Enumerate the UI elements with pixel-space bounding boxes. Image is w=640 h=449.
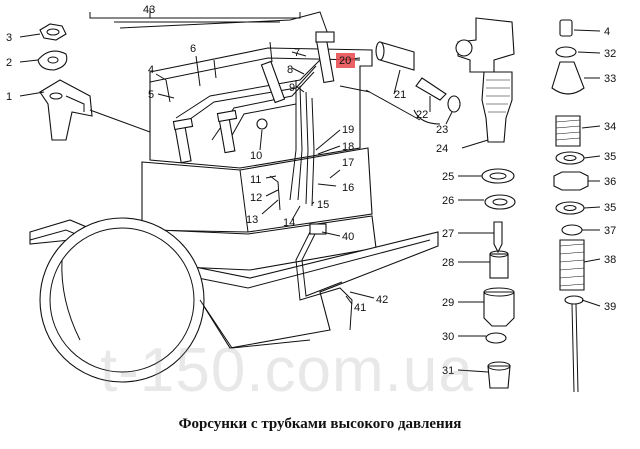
label-43: 43 — [143, 4, 155, 16]
label-27: 27 — [442, 228, 454, 240]
label-22: 22 — [416, 109, 428, 121]
engine-block — [29, 47, 439, 383]
label-30: 30 — [442, 331, 454, 343]
label-19: 19 — [342, 124, 354, 136]
label-14: 14 — [283, 217, 295, 229]
label-42: 42 — [376, 294, 388, 306]
washer-35b — [555, 201, 585, 215]
nut-part-3 — [39, 23, 67, 41]
leader-lines — [19, 8, 601, 373]
washer-26 — [484, 194, 516, 210]
label-29: 29 — [442, 297, 454, 309]
washer-23 — [447, 95, 461, 113]
label-7: 7 — [294, 47, 300, 59]
injector-exploded — [455, 17, 516, 389]
screw-4-right — [559, 19, 573, 37]
label-25: 25 — [442, 171, 454, 183]
nozzle-28 — [489, 250, 509, 279]
label-12: 12 — [250, 192, 262, 204]
label-6: 6 — [190, 43, 196, 55]
label-35-upper: 35 — [604, 151, 616, 163]
label-13: 13 — [246, 214, 258, 226]
label-39: 39 — [604, 301, 616, 313]
label-17: 17 — [342, 157, 354, 169]
washer-35a — [555, 151, 585, 165]
label-28: 28 — [442, 257, 454, 269]
washer-32 — [555, 46, 577, 58]
sleeve-22 — [415, 77, 447, 101]
cap-nut-33 — [551, 61, 585, 95]
label-26: 26 — [442, 195, 454, 207]
plate-37 — [561, 224, 583, 236]
label-36: 36 — [604, 176, 616, 188]
label-4-right: 4 — [604, 26, 610, 38]
seal-ring-25 — [481, 168, 515, 184]
label-8: 8 — [287, 64, 293, 76]
injector-4 — [315, 31, 335, 84]
cap-31 — [487, 361, 511, 389]
label-11: 11 — [250, 174, 261, 186]
label-31: 31 — [442, 365, 454, 377]
watermark-text: t-150.com.ua — [100, 336, 474, 405]
label-20-highlight: 20 — [336, 53, 355, 68]
label-41: 41 — [354, 302, 366, 314]
label-16: 16 — [342, 182, 354, 194]
label-33: 33 — [604, 73, 616, 85]
label-10: 10 — [250, 150, 262, 162]
clamp-parts — [37, 23, 93, 141]
washer-30 — [485, 332, 507, 344]
label-15: 15 — [317, 199, 329, 211]
label-21: 21 — [394, 89, 406, 101]
union-21 — [375, 41, 415, 71]
label-34: 34 — [604, 121, 616, 133]
injectors-on-head — [165, 31, 335, 164]
label-35-lower: 35 — [604, 202, 616, 214]
label-23: 23 — [436, 124, 448, 136]
nut-29 — [483, 287, 515, 327]
label-20: 20 — [339, 55, 351, 67]
label-4-left: 4 — [148, 64, 154, 76]
label-3: 3 — [6, 32, 12, 44]
label-40: 40 — [342, 231, 354, 243]
label-2: 2 — [6, 57, 12, 69]
label-1: 1 — [6, 91, 12, 103]
label-37: 37 — [604, 225, 616, 237]
label-5: 5 — [148, 89, 154, 101]
nut-36 — [553, 171, 589, 191]
needle-27 — [493, 221, 503, 254]
label-24: 24 — [436, 143, 448, 155]
diagram-caption: Форсунки с трубками высокого давления — [178, 416, 462, 432]
injector-3 — [260, 60, 286, 104]
injector-2 — [216, 109, 238, 154]
label-18: 18 — [342, 141, 354, 153]
spring-38 — [559, 239, 585, 291]
injector-body-24 — [455, 17, 515, 143]
label-32: 32 — [604, 48, 616, 60]
fitting-parts — [375, 41, 461, 113]
spring-assembly — [551, 19, 589, 393]
callout-labels: 43 3 2 1 4 5 6 7 8 9 20 10 11 12 13 14 1… — [6, 4, 616, 377]
rod-39 — [564, 295, 584, 393]
injector-1 — [172, 117, 194, 164]
label-9: 9 — [289, 82, 295, 94]
label-38: 38 — [604, 254, 616, 266]
spring-34 — [555, 115, 581, 147]
clamp-bracket-part-1 — [39, 79, 93, 141]
washer-part-2 — [37, 50, 68, 71]
